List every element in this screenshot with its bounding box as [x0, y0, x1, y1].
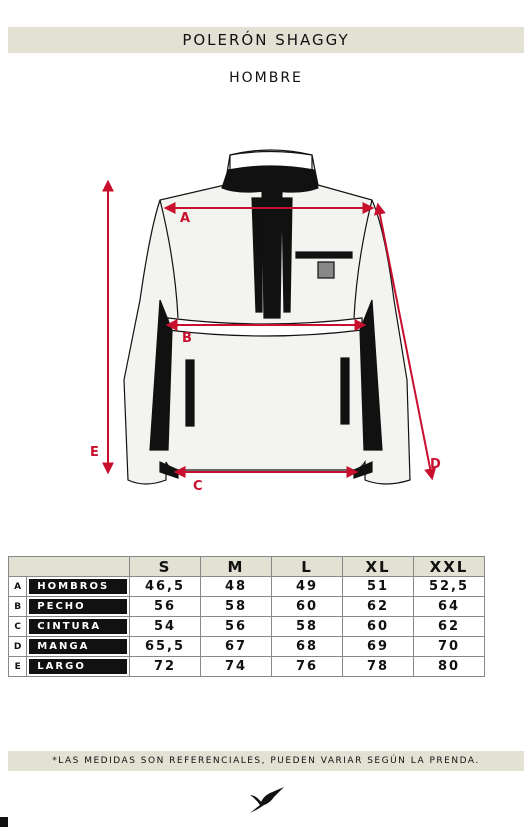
table-row: D MANGA 65,5 67 68 69 70 — [7, 636, 485, 657]
row-label-text: MANGA — [29, 639, 127, 654]
table-row: B PECHO 56 58 60 62 64 — [7, 596, 485, 617]
table-row: A HOMBROS 46,5 48 49 51 52,5 — [7, 576, 485, 597]
row-label: CINTURA — [26, 616, 130, 637]
table-cell: 70 — [413, 636, 485, 657]
measurement-arrows — [102, 179, 437, 481]
table-cell: 58 — [200, 596, 272, 617]
table-cell: 49 — [271, 576, 343, 597]
arrow-d — [373, 202, 437, 481]
label-d: D — [430, 457, 441, 472]
row-label-text: HOMBROS — [29, 579, 127, 594]
size-xl: XL — [342, 556, 414, 577]
row-label-text: LARGO — [29, 659, 127, 674]
table-cell: 60 — [271, 596, 343, 617]
table-row: E LARGO 72 74 76 78 80 — [7, 656, 485, 677]
table-cell: 62 — [413, 616, 485, 637]
table-cell: 78 — [342, 656, 414, 677]
jacket-illustration — [123, 149, 411, 485]
table-cell: 48 — [200, 576, 272, 597]
table-cell: 76 — [271, 656, 343, 677]
table-cell: 74 — [200, 656, 272, 677]
disclaimer-bar: *LAS MEDIDAS SON REFERENCIALES, PUEDEN V… — [8, 751, 524, 771]
table-cell: 67 — [200, 636, 272, 657]
row-letter: A — [7, 576, 28, 597]
title-bar: POLERÓN SHAGGY — [8, 27, 524, 53]
row-letter: E — [7, 656, 28, 677]
table-cell: 51 — [342, 576, 414, 597]
corner-mark — [0, 817, 8, 827]
table-cell: 46,5 — [129, 576, 201, 597]
label-b: B — [182, 331, 192, 346]
table-cell: 54 — [129, 616, 201, 637]
disclaimer-text: *LAS MEDIDAS SON REFERENCIALES, PUEDEN V… — [52, 756, 480, 766]
table-cell: 56 — [200, 616, 272, 637]
table-cell: 58 — [271, 616, 343, 637]
row-label-text: PECHO — [29, 599, 127, 614]
bird-logo-icon — [250, 787, 284, 813]
row-letter: B — [7, 596, 28, 617]
table-cell: 60 — [342, 616, 414, 637]
table-cell: 56 — [129, 596, 201, 617]
table-cell: 64 — [413, 596, 485, 617]
row-label: MANGA — [26, 636, 130, 657]
row-label-text: CINTURA — [29, 619, 127, 634]
table-cell: 69 — [342, 636, 414, 657]
row-label: HOMBROS — [26, 576, 130, 597]
table-cell: 52,5 — [413, 576, 485, 597]
label-a: A — [180, 211, 190, 226]
size-header-row: S M L XL XXL — [8, 556, 485, 577]
row-label: PECHO — [26, 596, 130, 617]
label-c: C — [193, 479, 203, 494]
row-letter: D — [7, 636, 28, 657]
size-m: M — [200, 556, 272, 577]
table-cell: 62 — [342, 596, 414, 617]
table-row: C CINTURA 54 56 58 60 62 — [7, 616, 485, 637]
label-e: E — [90, 445, 99, 460]
table-cell: 65,5 — [129, 636, 201, 657]
size-table: S M L XL XXL A HOMBROS 46,5 48 49 51 52,… — [7, 556, 485, 677]
page-title: POLERÓN SHAGGY — [182, 31, 350, 49]
row-letter: C — [7, 616, 28, 637]
size-xxl: XXL — [413, 556, 485, 577]
table-cell: 80 — [413, 656, 485, 677]
table-cell: 68 — [271, 636, 343, 657]
jacket-diagram: A B C D E — [90, 149, 441, 494]
size-l: L — [271, 556, 343, 577]
size-s: S — [129, 556, 201, 577]
table-cell: 72 — [129, 656, 201, 677]
page-subtitle: HOMBRE — [229, 70, 303, 86]
header-blank-cell — [8, 556, 130, 577]
row-label: LARGO — [26, 656, 130, 677]
